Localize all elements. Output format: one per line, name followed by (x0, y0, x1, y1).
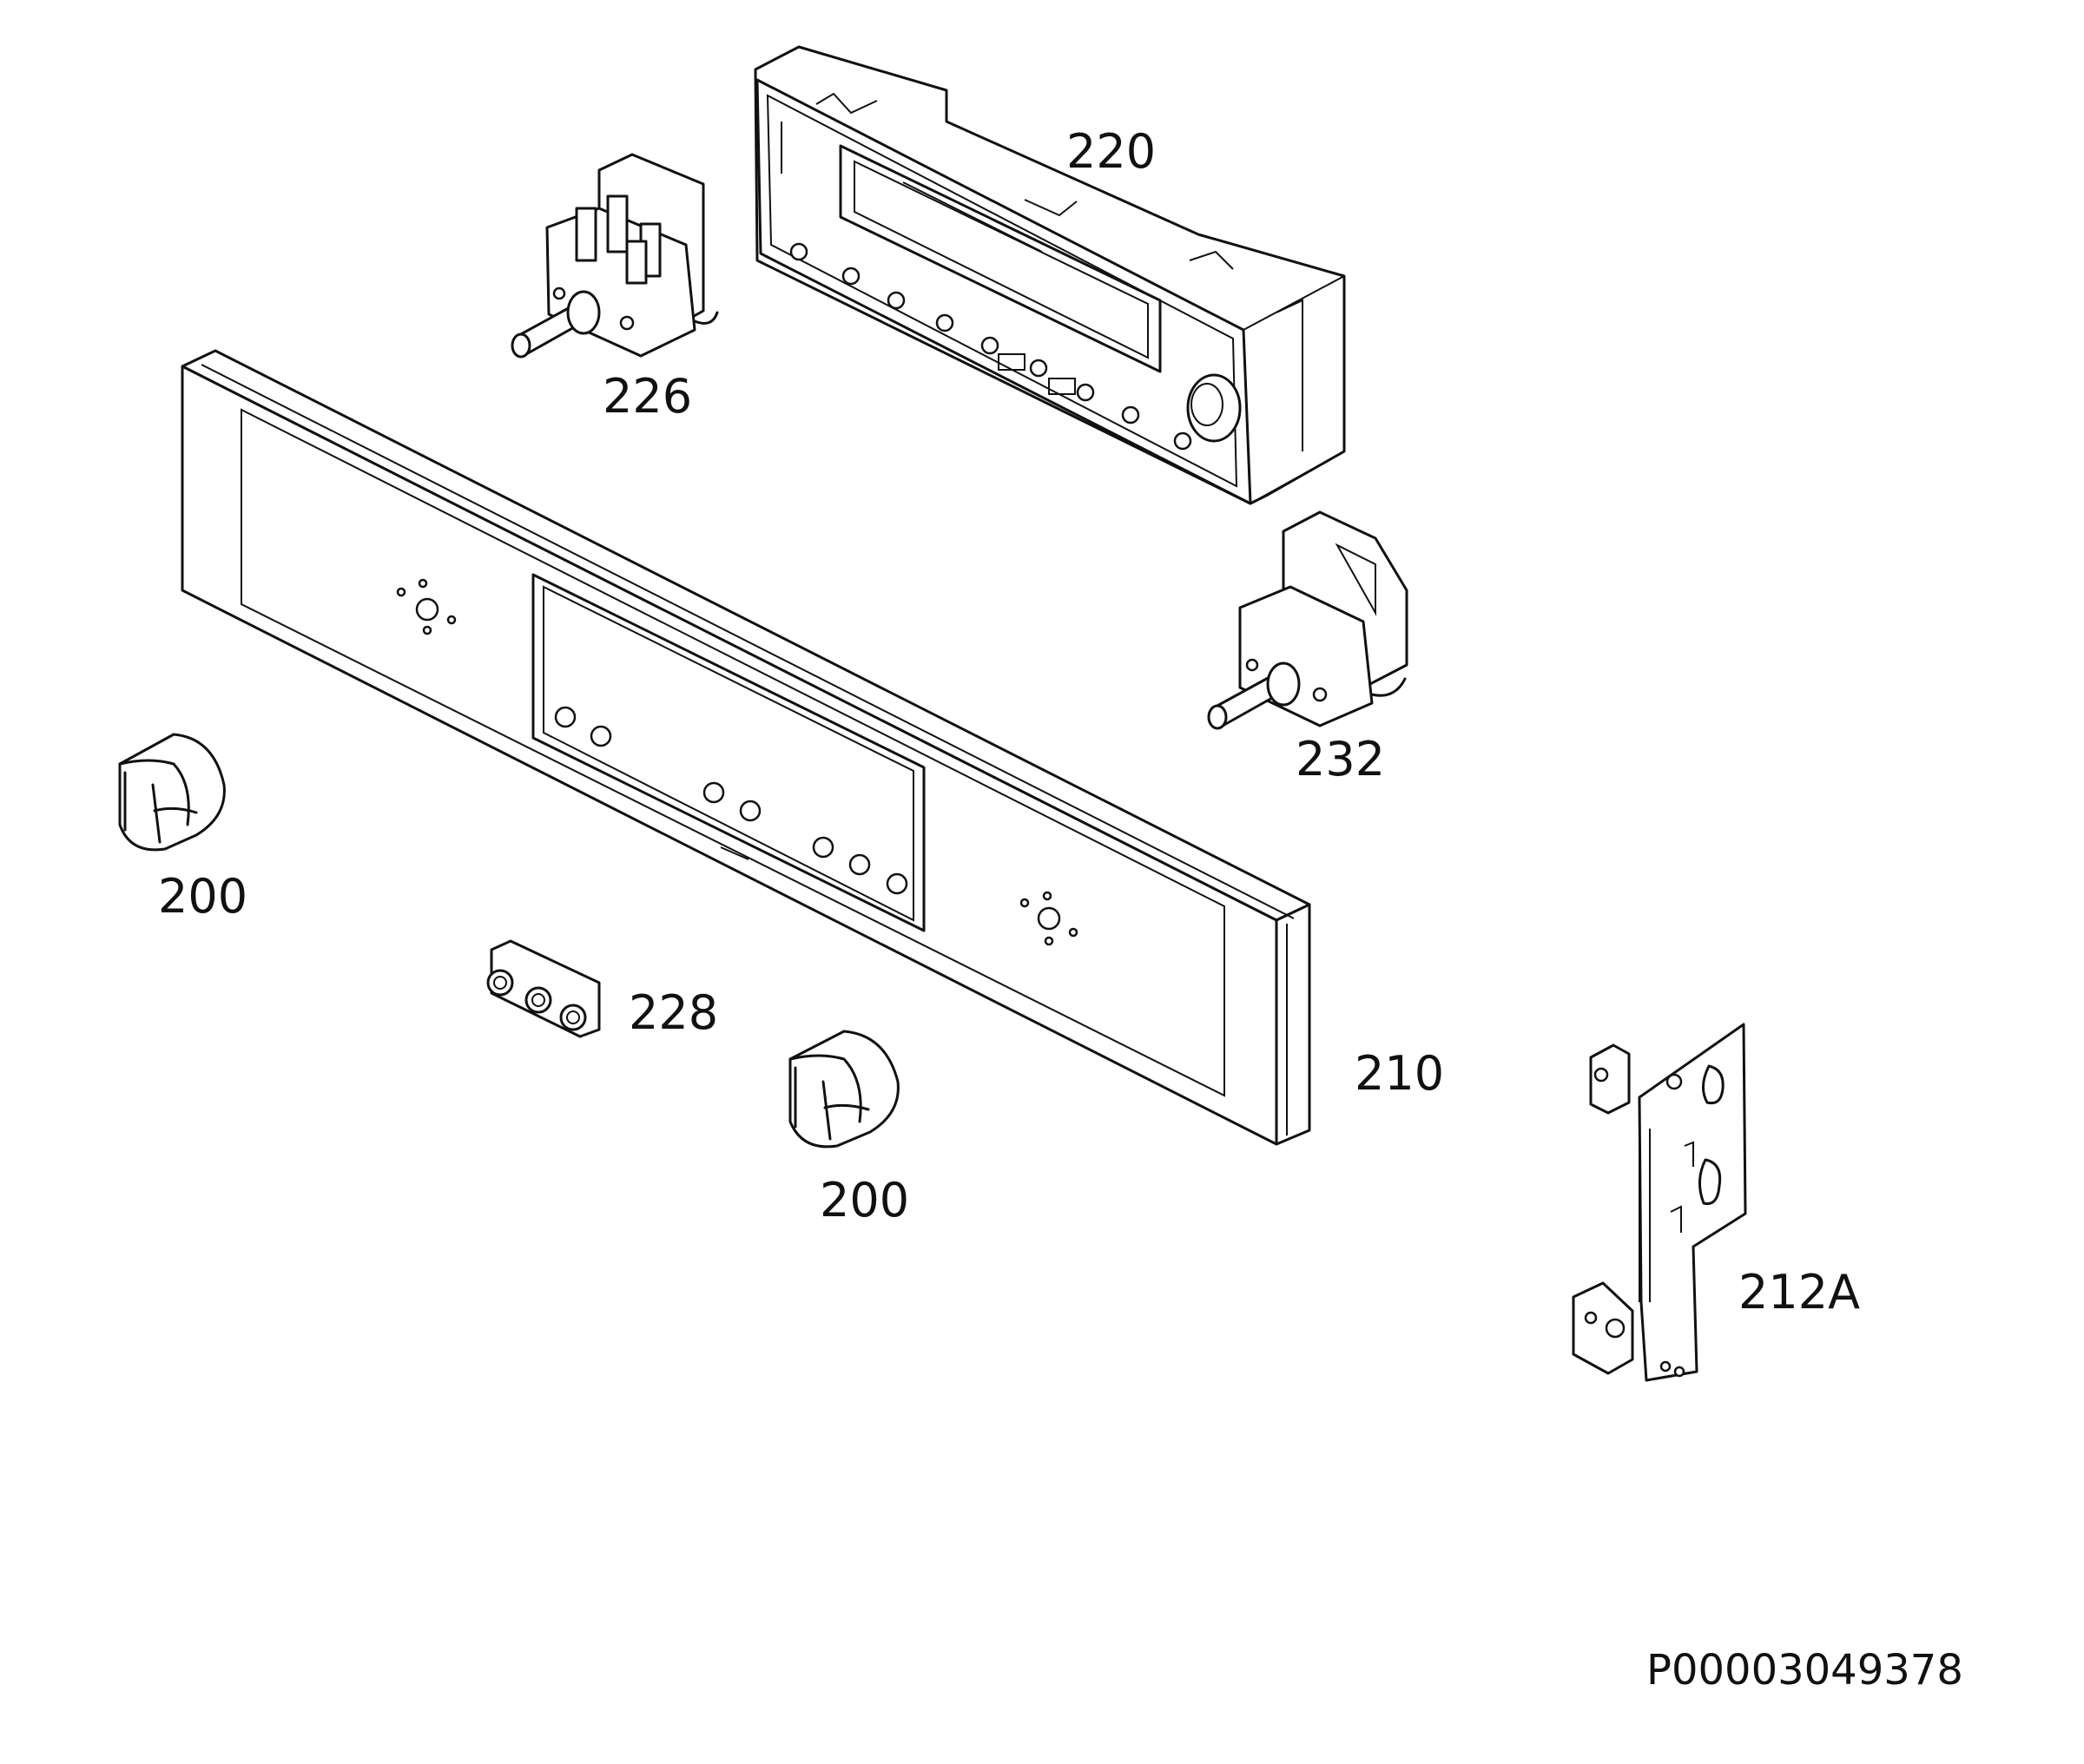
control-knob-200-left (118, 733, 226, 852)
selector-switch-232 (1207, 510, 1408, 730)
panel-knob-mount-right (1019, 891, 1078, 946)
part-label-212a: 212A (1738, 1265, 1861, 1320)
control-panel-fascia-210 (181, 349, 1311, 1146)
part-label-200-center: 200 (820, 1173, 910, 1228)
panel-knob-mount-left (396, 578, 457, 635)
part-label-226: 226 (603, 369, 693, 424)
mounting-bracket-212a (1572, 1023, 1747, 1382)
module-components (781, 92, 1234, 451)
drawing-code: P00003049378 (1646, 1646, 1963, 1695)
push-buttons-228 (486, 939, 601, 1038)
control-knob-200-center (788, 1030, 900, 1149)
part-label-200-left: 200 (158, 869, 248, 924)
panel-button-holes (554, 706, 908, 895)
selector-switch-226 (511, 153, 719, 359)
part-label-228: 228 (629, 985, 719, 1040)
part-label-232: 232 (1296, 732, 1386, 787)
part-label-220: 220 (1066, 124, 1157, 179)
electronic-module-220 (754, 45, 1346, 505)
part-label-210: 210 (1355, 1046, 1445, 1101)
